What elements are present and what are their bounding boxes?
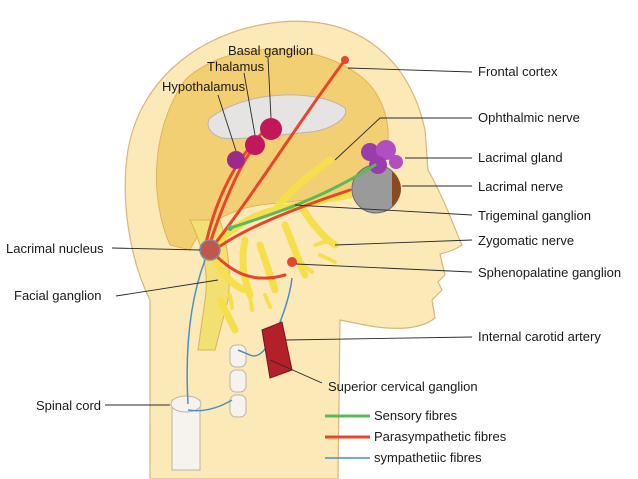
- label-trigeminal-ganglion: Trigeminal ganglion: [478, 208, 591, 223]
- label-frontal-cortex: Frontal cortex: [478, 64, 558, 79]
- lacrimal-gland-shape: [361, 140, 403, 174]
- vertebrae: [229, 344, 247, 418]
- label-thalamus: Thalamus: [207, 59, 265, 74]
- brain-region: [155, 48, 389, 251]
- label-sphenopalatine-ganglion: Sphenopalatine ganglion: [478, 265, 621, 280]
- spinal-cord-cross-section: [170, 395, 202, 413]
- basal-ganglion-nucleus: [260, 118, 282, 140]
- eye-lens: [392, 172, 401, 206]
- leader-lines: [105, 57, 473, 406]
- legend-label-sensory: Sensory fibres: [374, 408, 458, 423]
- label-superior-cervical-ganglion: Superior cervical ganglion: [328, 379, 478, 394]
- legend-label-parasympathetic: Parasympathetic fibres: [374, 429, 507, 444]
- legend-label-sympathetic: sympathetiic fibres: [374, 450, 482, 465]
- sphenopalatine-ganglion-node: [287, 257, 297, 267]
- label-zygomatic-nerve: Zygomatic nerve: [478, 233, 574, 248]
- hypothalamus-nucleus: [227, 151, 245, 169]
- legend: Sensory fibres Parasympathetic fibres sy…: [325, 408, 507, 465]
- label-spinal-cord: Spinal cord: [36, 398, 101, 413]
- label-lacrimal-gland: Lacrimal gland: [478, 150, 563, 165]
- thalamus-nucleus: [245, 135, 265, 155]
- label-basal-ganglion: Basal ganglion: [228, 43, 313, 58]
- label-facial-ganglion: Facial ganglion: [14, 288, 101, 303]
- frontal-cortex-point: [341, 56, 349, 64]
- lacrimal-nucleus-node: [199, 239, 221, 261]
- label-hypothalamus: Hypothalamus: [162, 79, 246, 94]
- label-ophthalmic-nerve: Ophthalmic nerve: [478, 110, 580, 125]
- label-lacrimal-nucleus: Lacrimal nucleus: [6, 241, 104, 256]
- label-internal-carotid-artery: Internal carotid artery: [478, 329, 601, 344]
- label-lacrimal-nerve: Lacrimal nerve: [478, 179, 563, 194]
